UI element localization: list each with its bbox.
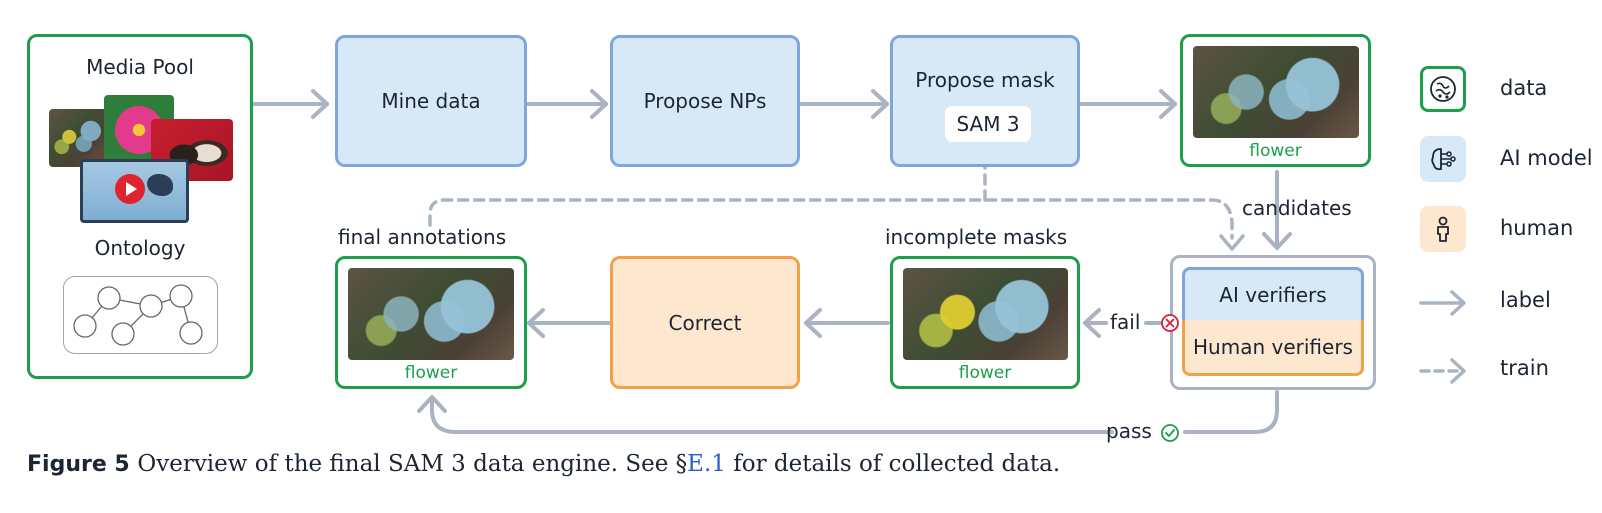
incomplete-photo [903, 268, 1068, 360]
arrowhead-incomplete-to-correct [804, 308, 822, 338]
solid-arrow-icon [1419, 290, 1466, 316]
fail-x-icon [1161, 314, 1179, 332]
arrowhead-candidates-down [1262, 232, 1292, 250]
section-link[interactable]: E.1 [687, 451, 726, 477]
mine-data-box: Mine data [335, 35, 527, 167]
section-symbol: § [675, 451, 688, 477]
arrow-pass-loop [430, 390, 1279, 434]
caption-text-after: for details of collected data. [725, 451, 1061, 477]
ontology-graph-svg [72, 283, 203, 346]
legend-human-swatch [1420, 206, 1466, 252]
human-verifiers: Human verifiers [1182, 320, 1364, 376]
arrowhead-correct-to-final [527, 308, 545, 338]
incomplete-masks-label: incomplete masks [885, 225, 1068, 249]
candidate-tag: flower [1249, 141, 1302, 161]
final-annotations-label: final annotations [338, 225, 507, 249]
legend-ai-label: AI model [1500, 146, 1593, 170]
ai-verifiers: AI verifiers [1182, 267, 1364, 323]
final-annotations-box: flower [335, 256, 527, 389]
legend-train-label: train [1500, 356, 1549, 380]
propose-mask-label: Propose mask [915, 68, 1055, 92]
figure-label: Figure 5 [27, 452, 130, 477]
propose-mask-box: Propose mask SAM 3 [890, 35, 1080, 167]
correct-label: Correct [668, 310, 742, 335]
arrowhead-pass [417, 395, 447, 413]
video-silhouette [147, 174, 173, 196]
human-icon [1437, 216, 1449, 242]
propose-nps-label: Propose NPs [643, 89, 767, 113]
incomplete-masks-box: flower [890, 256, 1080, 389]
verifiers-box: AI verifiers Human verifiers [1170, 255, 1376, 390]
fail-label: fail [1110, 310, 1141, 334]
correct-box: Correct [610, 256, 800, 389]
candidate-photo [1193, 46, 1359, 138]
sam3-chip-label: SAM 3 [956, 112, 1020, 136]
final-photo [348, 268, 514, 360]
human-verifiers-label: Human verifiers [1193, 334, 1353, 359]
ai-verifiers-label: AI verifiers [1219, 283, 1327, 307]
arrowhead-nps-to-mask [871, 89, 889, 119]
arrowhead-media-to-mine [311, 89, 329, 119]
video-play-icon [115, 174, 145, 204]
pass-label: pass [1106, 419, 1152, 443]
propose-nps-box: Propose NPs [610, 35, 800, 167]
legend-ai-swatch [1420, 136, 1466, 182]
caption-text-before: Overview of the final SAM 3 data engine.… [137, 451, 676, 477]
legend-human-label: human [1500, 216, 1574, 240]
train-dashed-line [428, 198, 1234, 240]
ontology-graph [63, 276, 218, 354]
legend-label-label: label [1500, 288, 1551, 312]
media-pool-title: Media Pool [86, 55, 194, 79]
media-pool-box: Media Pool Ontology [27, 34, 253, 379]
dashed-arrow-icon [1419, 358, 1466, 384]
train-arrowhead-down [1219, 234, 1245, 251]
data-icon [1430, 76, 1456, 102]
sam3-chip: SAM 3 [945, 106, 1031, 142]
media-thumb-video [80, 159, 189, 223]
legend-data-label: data [1500, 76, 1548, 100]
incomplete-tag: flower [958, 363, 1012, 383]
candidates-label: candidates [1242, 196, 1352, 220]
final-tag: flower [404, 363, 458, 383]
mine-data-label: Mine data [381, 89, 481, 113]
candidate-image-box: flower [1180, 34, 1371, 167]
media-thumb-leaf [49, 109, 107, 167]
ai-model-icon [1431, 148, 1456, 171]
figure-caption: Figure 5 Overview of the final SAM 3 dat… [27, 449, 1060, 477]
pass-check-icon [1161, 424, 1179, 442]
legend-data-swatch [1420, 66, 1466, 112]
arrowhead-mask-to-candidate [1159, 89, 1177, 119]
arrowhead-mine-to-nps [590, 89, 608, 119]
arrowhead-fail [1083, 308, 1101, 338]
ontology-title: Ontology [94, 236, 186, 260]
